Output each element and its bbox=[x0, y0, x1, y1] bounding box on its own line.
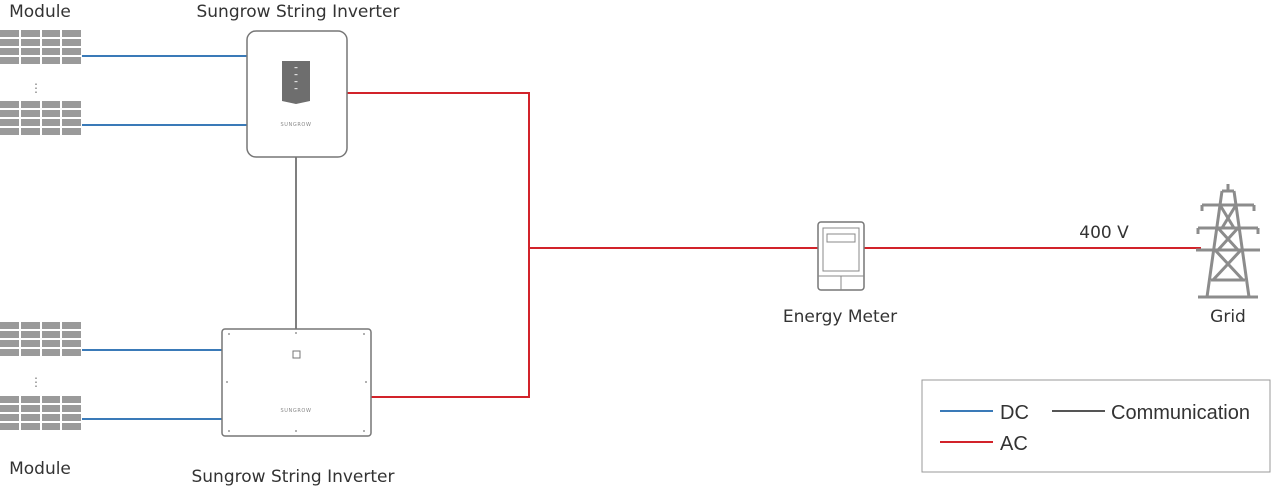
pv-cell bbox=[42, 331, 60, 338]
pv-cell bbox=[0, 340, 19, 347]
inverter-label-top: Sungrow String Inverter bbox=[196, 2, 399, 22]
pv-cell bbox=[21, 322, 40, 329]
dc-lines bbox=[82, 55, 247, 420]
pv-cell bbox=[0, 110, 19, 117]
pv-cell bbox=[0, 101, 19, 108]
pv-cell bbox=[62, 414, 81, 421]
pv-cell bbox=[62, 423, 81, 430]
vertical-ellipsis: ⋮ bbox=[30, 81, 42, 95]
pv-module-group-bottom: ⋮ bbox=[0, 322, 81, 430]
pv-cell bbox=[21, 119, 40, 126]
pv-cell bbox=[42, 101, 60, 108]
pv-cell bbox=[62, 30, 81, 37]
pv-cell bbox=[0, 48, 19, 55]
pv-cell bbox=[0, 414, 19, 421]
inverter-bottom: SUNGROW bbox=[221, 328, 372, 437]
ac-lines bbox=[347, 92, 1201, 398]
pv-cell bbox=[21, 423, 40, 430]
pv-cell bbox=[21, 349, 40, 356]
pv-cell bbox=[21, 414, 40, 421]
pv-cell bbox=[21, 128, 40, 135]
voltage-label: 400 V bbox=[1079, 223, 1129, 243]
pv-panel-icon bbox=[0, 30, 81, 64]
pv-cell bbox=[0, 57, 19, 64]
pv-cell bbox=[0, 128, 19, 135]
pv-cell bbox=[42, 128, 60, 135]
energy-meter-label: Energy Meter bbox=[783, 307, 897, 327]
pv-cell bbox=[42, 48, 60, 55]
pv-cell bbox=[42, 30, 60, 37]
pv-cell bbox=[21, 101, 40, 108]
pv-cell bbox=[42, 39, 60, 46]
inverter-brand-label: SUNGROW bbox=[280, 122, 311, 128]
pv-cell bbox=[62, 110, 81, 117]
grid-label: Grid bbox=[1210, 307, 1246, 327]
vertical-ellipsis: ⋮ bbox=[30, 375, 42, 389]
inverter-top: SUNGROW bbox=[246, 30, 348, 158]
pv-cell bbox=[62, 396, 81, 403]
pv-cell bbox=[62, 57, 81, 64]
pv-cell bbox=[62, 39, 81, 46]
grid-tower-icon bbox=[1196, 184, 1260, 299]
pv-cell bbox=[0, 396, 19, 403]
pv-cell bbox=[21, 405, 40, 412]
pv-cell bbox=[42, 322, 60, 329]
legend: DC Communication AC bbox=[921, 379, 1271, 473]
pv-cell bbox=[42, 405, 60, 412]
pv-cell bbox=[21, 110, 40, 117]
pv-cell bbox=[62, 48, 81, 55]
pv-cell bbox=[42, 57, 60, 64]
pv-cell bbox=[42, 423, 60, 430]
pv-cell bbox=[21, 57, 40, 64]
pv-cell bbox=[21, 396, 40, 403]
pv-cell bbox=[62, 349, 81, 356]
pv-cell bbox=[42, 340, 60, 347]
inverter-label-bottom: Sungrow String Inverter bbox=[191, 467, 394, 487]
inverter-brand-label: SUNGROW bbox=[280, 408, 311, 414]
module-label-bottom: Module bbox=[9, 459, 71, 479]
pv-panel-icon bbox=[0, 322, 81, 356]
pv-cell bbox=[62, 331, 81, 338]
pv-cell bbox=[62, 322, 81, 329]
pv-cell bbox=[0, 331, 19, 338]
pv-cell bbox=[0, 349, 19, 356]
pv-cell bbox=[42, 110, 60, 117]
pv-cell bbox=[0, 322, 19, 329]
pv-cell bbox=[21, 331, 40, 338]
pv-cell bbox=[42, 119, 60, 126]
pv-cell bbox=[0, 30, 19, 37]
legend-box bbox=[921, 379, 1271, 473]
pv-cell bbox=[62, 405, 81, 412]
pv-cell bbox=[21, 39, 40, 46]
pv-cell bbox=[62, 101, 81, 108]
pv-cell bbox=[0, 405, 19, 412]
legend-dc-label: DC bbox=[1000, 402, 1029, 424]
pv-cell bbox=[62, 119, 81, 126]
ac-line-top-inverter bbox=[347, 92, 530, 398]
pv-panel-icon bbox=[0, 396, 81, 430]
legend-ac-label: AC bbox=[1000, 433, 1028, 455]
pv-cell bbox=[62, 340, 81, 347]
pv-cell bbox=[21, 340, 40, 347]
pv-cell bbox=[0, 119, 19, 126]
pv-cell bbox=[42, 414, 60, 421]
pv-cell bbox=[0, 39, 19, 46]
pv-cell bbox=[42, 396, 60, 403]
pv-cell bbox=[21, 48, 40, 55]
pv-module-group-top: ⋮ bbox=[0, 30, 81, 135]
module-label-top: Module bbox=[9, 2, 71, 22]
pv-cell bbox=[0, 423, 19, 430]
pv-cell bbox=[42, 349, 60, 356]
pv-cell bbox=[62, 128, 81, 135]
legend-communication-label: Communication bbox=[1111, 402, 1250, 424]
pv-cell bbox=[21, 30, 40, 37]
pv-panel-icon bbox=[0, 101, 81, 135]
energy-meter-icon bbox=[817, 221, 865, 291]
